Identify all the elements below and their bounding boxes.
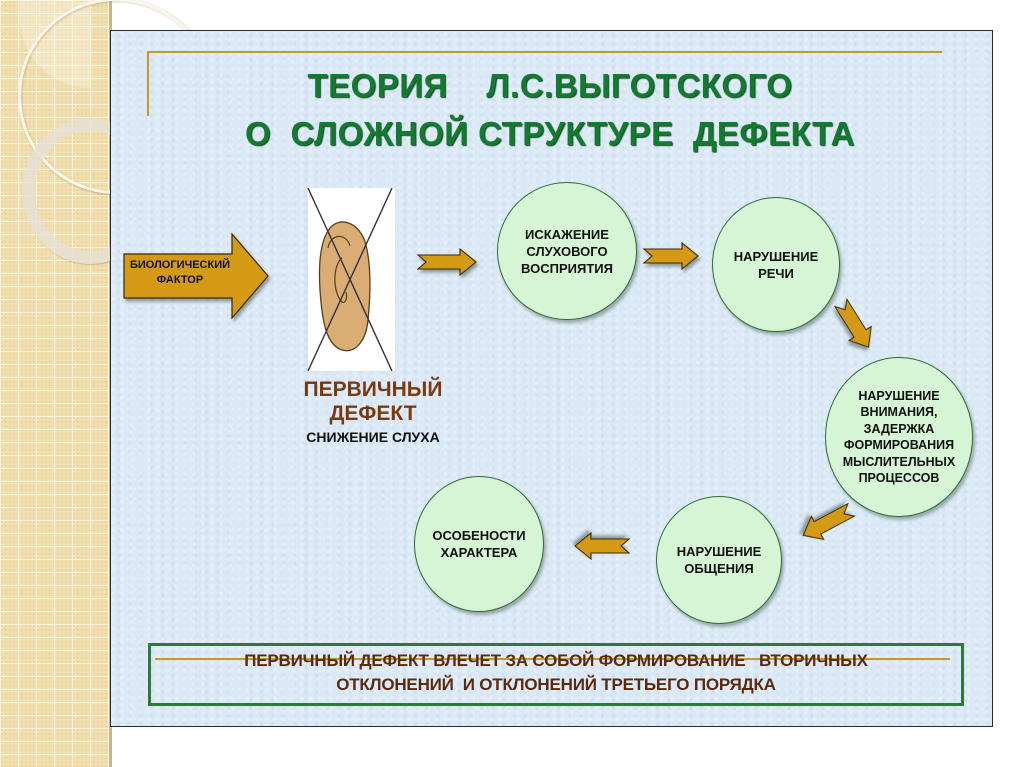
slide-title-line1: ТЕОРИЯ Л.С.ВЫГОТСКОГО bbox=[307, 67, 793, 104]
node-label: НАРУШЕНИЕ ВНИМАНИЯ, ЗАДЕРЖКА ФОРМИРОВАНИ… bbox=[842, 388, 956, 486]
slide-title-line2: О СЛОЖНОЙ СТРУКТУРЕ ДЕФЕКТА bbox=[245, 115, 855, 152]
node-label: ИСКАЖЕНИЕ СЛУХОВОГО ВОСПРИЯТИЯ bbox=[521, 226, 613, 276]
arrow-node3-to-node4-icon bbox=[802, 502, 856, 541]
slide-title: ТЕОРИЯ Л.С.ВЫГОТСКОГО О СЛОЖНОЙ СТРУКТУР… bbox=[150, 62, 950, 158]
title-underline-gold bbox=[148, 51, 942, 53]
bio-factor-label: БИОЛОГИЧЕСКИЙ ФАКТОР bbox=[129, 259, 231, 286]
slide-panel bbox=[110, 30, 993, 727]
node-label: НАРУШЕНИЕ РЕЧИ bbox=[733, 248, 819, 281]
arrow-ear-to-node1-icon bbox=[416, 247, 477, 277]
conclusion-text: ПЕРВИЧНЫЙ ДЕФЕКТ ВЛЕЧЕТ ЗА СОБОЙ ФОРМИРО… bbox=[150, 649, 962, 697]
cross-line-2 bbox=[307, 187, 393, 372]
node-speech-disorder: НАРУШЕНИЕ РЕЧИ bbox=[712, 197, 840, 332]
conclusion-gold-line bbox=[155, 658, 950, 660]
node-hearing-distortion: ИСКАЖЕНИЕ СЛУХОВОГО ВОСПРИЯТИЯ bbox=[497, 182, 637, 320]
conclusion-frame bbox=[148, 643, 964, 706]
arrow-node2-to-node3-icon bbox=[833, 297, 872, 348]
arrow-node1-to-node2-icon bbox=[642, 241, 699, 271]
arrow-node4-to-node5-icon bbox=[574, 531, 631, 561]
primary-defect-title-line2: ДЕФЕКТ bbox=[329, 402, 417, 425]
node-label: ОСОБЕНОСТИ ХАРАКТЕРА bbox=[432, 528, 526, 560]
node-communication-disorder: НАРУШЕНИЕ ОБЩЕНИЯ bbox=[656, 496, 782, 624]
primary-defect-title-line1: ПЕРВИЧНЫЙ bbox=[303, 378, 443, 401]
primary-defect: ПЕРВИЧНЫЙ ДЕФЕКТ СНИЖЕНИЕ СЛУХА bbox=[258, 378, 488, 448]
node-character-traits: ОСОБЕНОСТИ ХАРАКТЕРА bbox=[414, 476, 544, 612]
primary-defect-subtitle: СНИЖЕНИЕ СЛУХА bbox=[306, 429, 440, 445]
bio-factor-arrow-icon bbox=[123, 232, 269, 320]
conclusion-line1: ПЕРВИЧНЫЙ ДЕФЕКТ ВЛЕЧЕТ ЗА СОБОЙ ФОРМИРО… bbox=[244, 651, 868, 670]
node-attention-thinking-delay: НАРУШЕНИЕ ВНИМАНИЯ, ЗАДЕРЖКА ФОРМИРОВАНИ… bbox=[825, 357, 973, 517]
ear-icon bbox=[318, 221, 371, 352]
conclusion-line2: ОТКЛОНЕНИЙ И ОТКЛОНЕНИЙ ТРЕТЬЕГО ПОРЯДКА bbox=[336, 675, 776, 694]
node-label: НАРУШЕНИЕ ОБЩЕНИЯ bbox=[676, 544, 762, 576]
title-side-line-gold bbox=[147, 51, 149, 116]
